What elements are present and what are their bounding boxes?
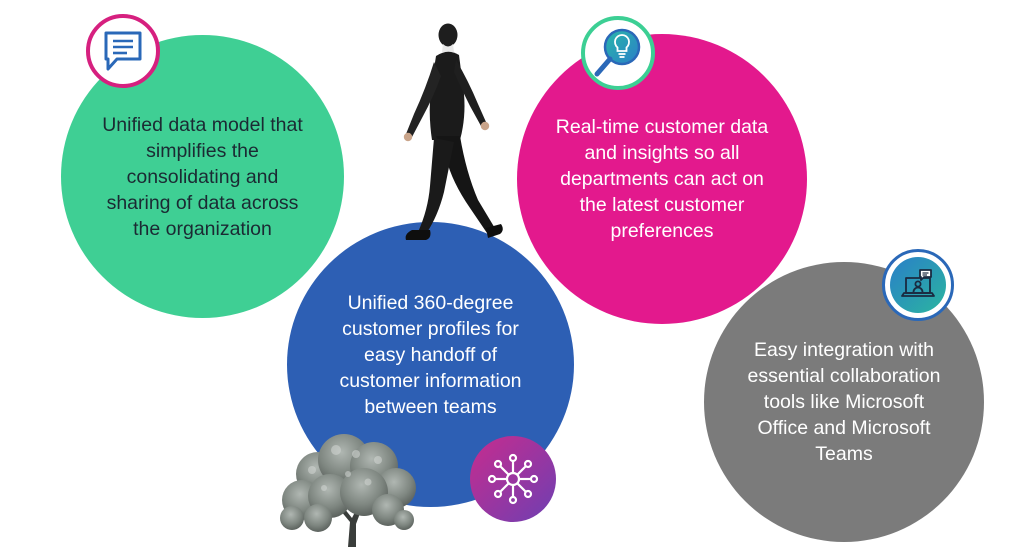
walking-businessman-illustration xyxy=(403,23,503,240)
laptop-chat-icon xyxy=(882,249,954,321)
feature-circle-real-time-insights: Real-time customer data and insights so … xyxy=(517,34,807,324)
lightbulb-magnifier-icon xyxy=(581,16,655,90)
feature-text-unified-data-model: Unified data model that simplifies the c… xyxy=(102,113,303,240)
feature-circle-unified-data-model: Unified data model that simplifies the c… xyxy=(61,35,344,318)
feature-text-collaboration-tools: Easy integration with essential collabor… xyxy=(747,339,941,465)
chat-bubble-icon xyxy=(86,14,160,88)
network-hub-icon xyxy=(470,436,556,522)
feature-text-real-time-insights: Real-time customer data and insights so … xyxy=(555,116,769,242)
feature-text-360-profiles: Unified 360-degree customer profiles for… xyxy=(339,291,522,418)
tree-illustration xyxy=(280,434,416,547)
